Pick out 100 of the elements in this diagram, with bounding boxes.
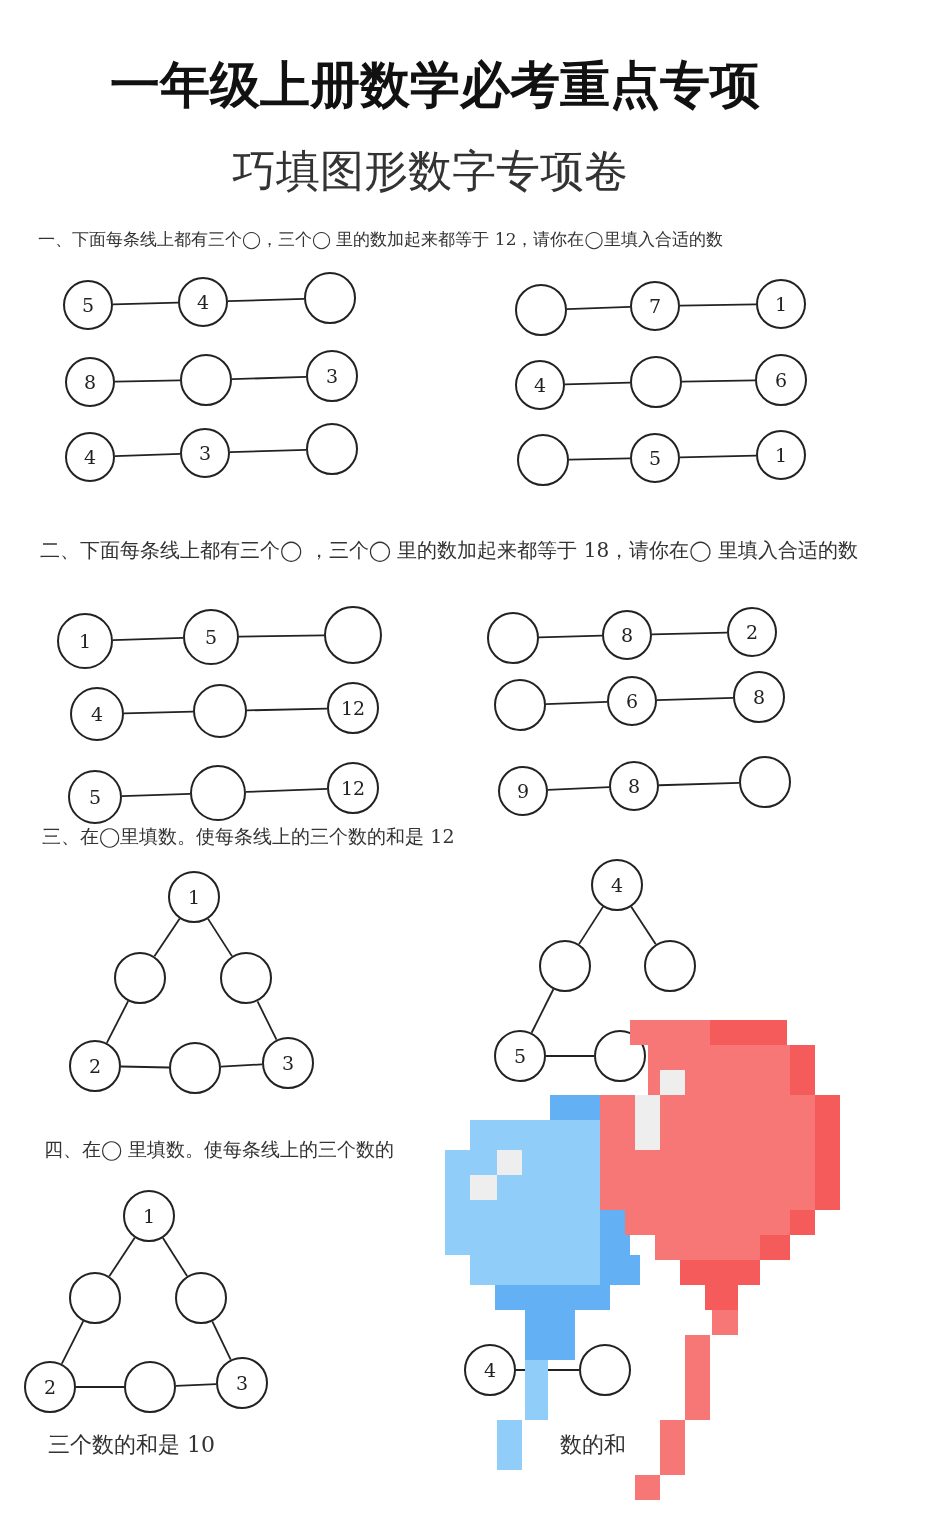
connector-line [108, 1236, 136, 1278]
blank-circle [324, 606, 382, 664]
connector-line [630, 905, 657, 946]
subtitle: 巧填图形数字专项卷 [231, 144, 629, 198]
connector-line [112, 637, 184, 641]
blank-circle [180, 354, 232, 406]
number-circle: 1 [756, 430, 806, 480]
blank-circle [175, 1272, 227, 1324]
blank-circle [517, 434, 569, 486]
connector-line [568, 457, 631, 461]
connector-line [245, 788, 328, 793]
number-circle: 8 [602, 610, 652, 660]
number-circle: 12 [327, 682, 379, 734]
connector-line [681, 379, 756, 383]
connector-line [120, 1065, 170, 1069]
connector-line [227, 297, 305, 303]
connector-line [578, 906, 604, 945]
number-circle: 5 [68, 770, 122, 824]
instruction-text: 四、在◯ 里填数。使每条线上的三个数的 [44, 1137, 395, 1163]
connector-line [566, 306, 631, 310]
instruction-text: 二、下面每条线上都有三个◯ ，三个◯ 里的数加起来都等于 18，请你在◯ 里填入合适的数 [40, 537, 860, 564]
connector-line [651, 631, 728, 636]
number-circle: 4 [65, 432, 115, 482]
connector-line [153, 917, 181, 958]
number-circle: 3 [262, 1037, 314, 1089]
number-circle: 6 [755, 354, 807, 406]
connector-line [114, 379, 181, 383]
number-circle: 1 [57, 613, 113, 669]
instruction-text: 一、下面每条线上都有三个◯，三个◯ 里的数加起来都等于 12，请你在◯里填入合适的数 [38, 228, 723, 251]
blank-circle [494, 679, 546, 731]
connector-line [231, 375, 307, 381]
number-circle: 2 [24, 1361, 76, 1413]
connector-line [545, 701, 608, 705]
number-circle: 4 [591, 859, 643, 911]
number-circle: 8 [733, 671, 785, 723]
connector-line [75, 1386, 125, 1388]
number-circle: 1 [123, 1190, 175, 1242]
blank-circle [190, 765, 246, 821]
caption-text: 数的和 [560, 1431, 626, 1459]
connector-line [207, 918, 233, 957]
number-circle: 7 [630, 281, 680, 331]
number-circle: 1 [168, 871, 220, 923]
title: 一年级上册数学必考重点专项 [109, 55, 761, 116]
connector-line [211, 1320, 232, 1361]
number-circle: 2 [727, 607, 777, 657]
blank-circle [487, 612, 539, 664]
number-circle: 3 [216, 1357, 268, 1409]
number-circle: 4 [178, 277, 228, 327]
blank-circle [739, 756, 791, 808]
blank-circle [69, 1272, 121, 1324]
blank-circle [169, 1042, 221, 1094]
number-circle: 4 [464, 1344, 516, 1396]
blank-circle [114, 952, 166, 1004]
connector-line [112, 301, 179, 306]
blank-circle [630, 356, 682, 408]
number-circle: 3 [180, 428, 230, 478]
blank-circle [304, 272, 356, 324]
connector-line [679, 454, 757, 459]
connector-line [220, 1063, 263, 1068]
number-circle: 9 [498, 766, 548, 816]
number-circle: 1 [756, 279, 806, 329]
blank-circle [124, 1361, 176, 1413]
connector-line [114, 452, 181, 458]
connector-line [538, 634, 603, 639]
connector-line [238, 634, 325, 638]
connector-line [121, 793, 191, 797]
connector-line [656, 696, 734, 702]
instruction-text: 三、在◯里填数。使每条线上的三个数的和是 12 [42, 824, 455, 850]
connector-line [123, 710, 194, 715]
number-circle: 5 [494, 1030, 546, 1082]
connector-line [60, 1320, 85, 1365]
connector-line [229, 448, 307, 454]
connector-line [162, 1237, 188, 1277]
blank-circle [193, 684, 247, 738]
number-circle: 4 [515, 360, 565, 410]
blank-circle [220, 952, 272, 1004]
caption-text: 三个数的和是 10 [48, 1431, 215, 1459]
blank-circle [515, 284, 567, 336]
connector-line [175, 1383, 217, 1387]
number-circle: 3 [306, 350, 358, 402]
connector-line [246, 707, 328, 712]
connector-line [547, 786, 610, 791]
blank-circle [306, 423, 358, 475]
connector-line [545, 1055, 595, 1057]
blank-circle [539, 940, 591, 992]
number-circle: 4 [70, 687, 124, 741]
connector-line [658, 781, 740, 787]
number-circle: 8 [65, 357, 115, 407]
connector-line [530, 988, 555, 1034]
connector-line [564, 381, 631, 386]
blank-circle [579, 1344, 631, 1396]
connector-line [256, 1000, 278, 1041]
number-circle: 8 [609, 761, 659, 811]
number-circle: 12 [327, 762, 379, 814]
connector-line [679, 303, 757, 307]
blank-circle [644, 940, 696, 992]
connector-line [105, 1000, 130, 1044]
number-circle: 5 [63, 280, 113, 330]
number-circle: 5 [183, 609, 239, 665]
number-circle: 2 [69, 1040, 121, 1092]
